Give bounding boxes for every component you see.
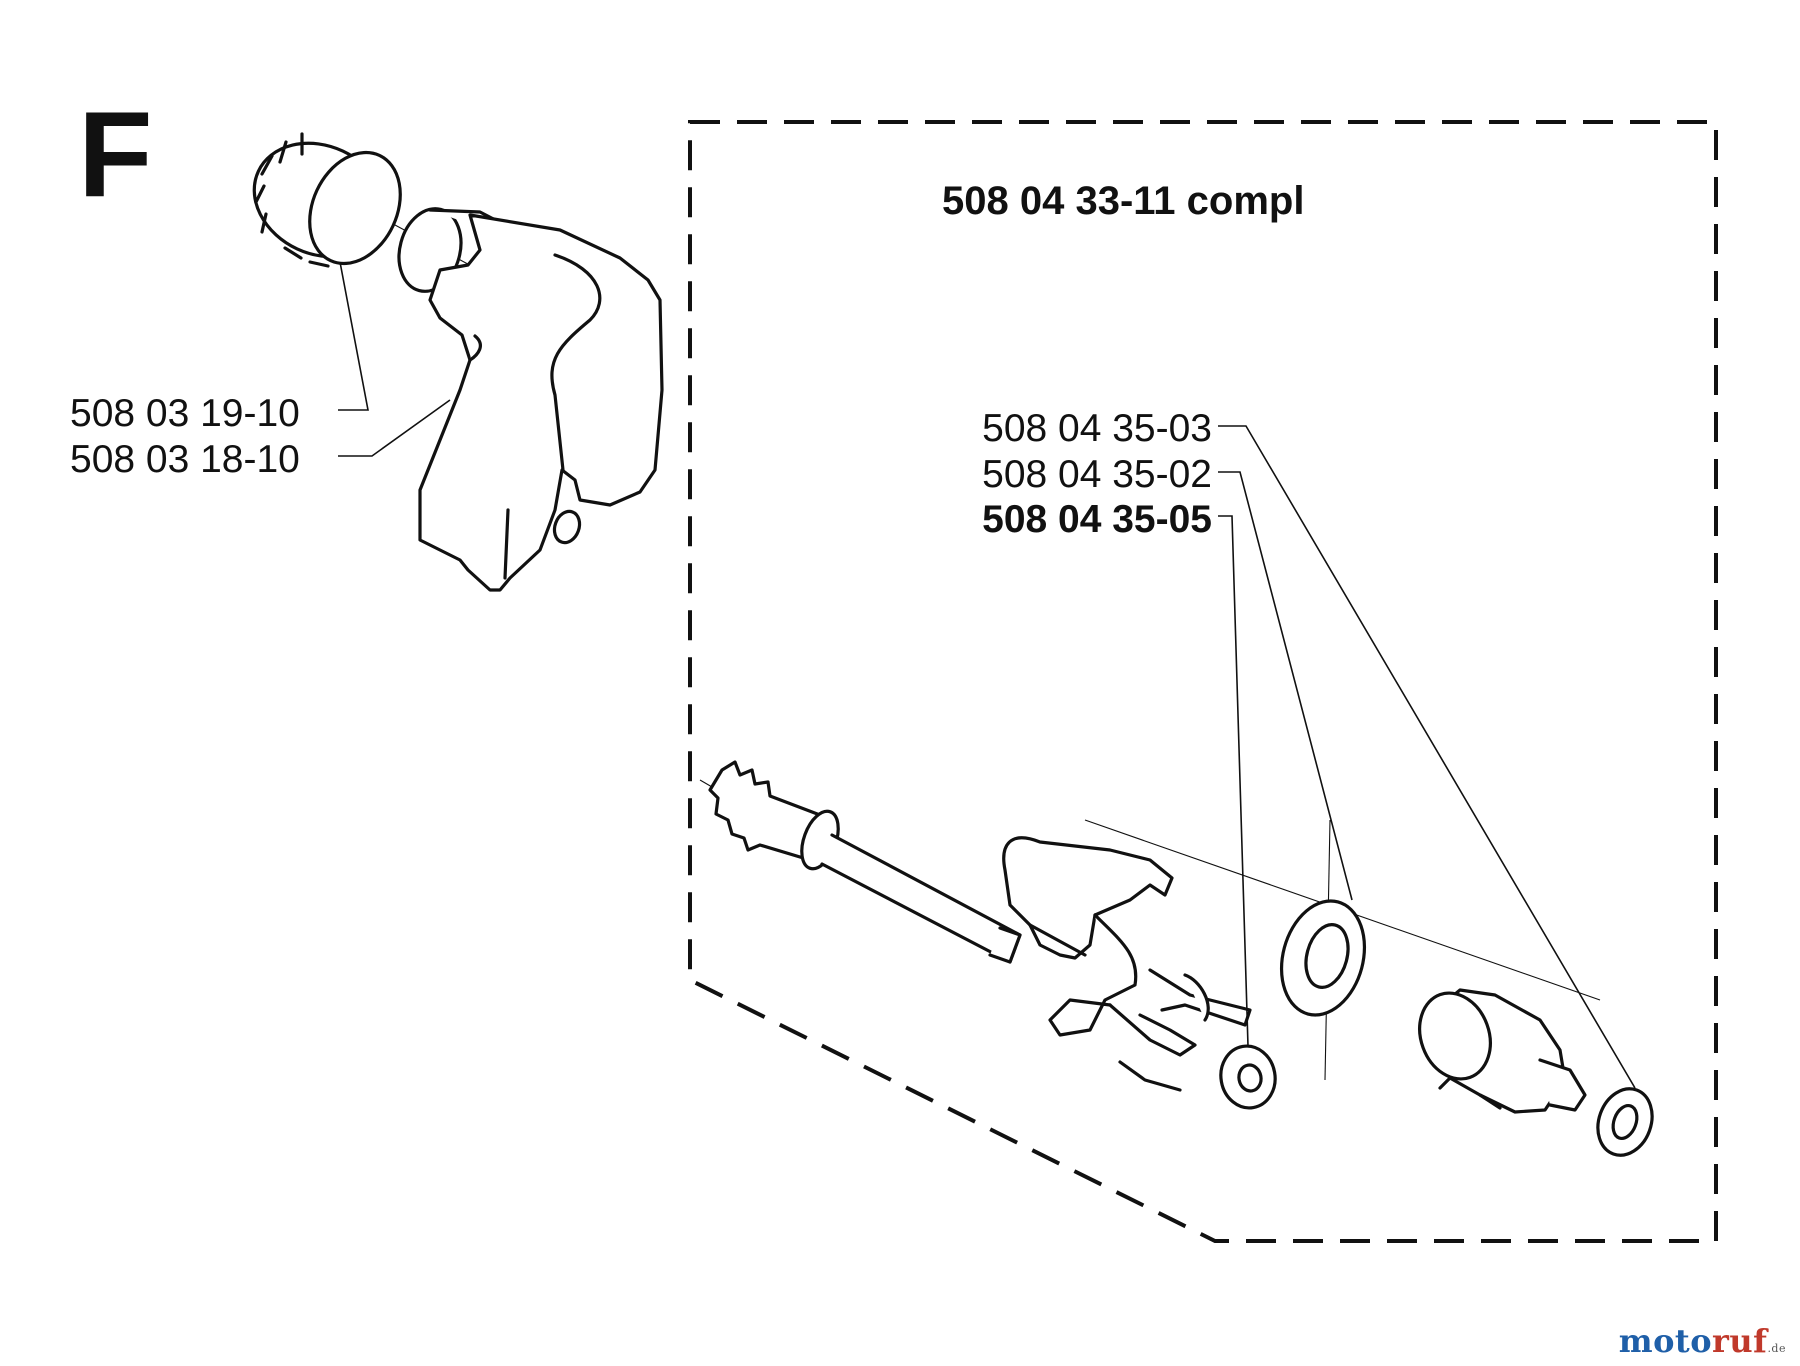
motoruf-watermark: motoruf.de: [1619, 1322, 1786, 1360]
assembly-boundary: [688, 120, 1718, 1243]
small-washer-part: [1219, 1044, 1277, 1110]
handle-housing-part: [397, 207, 664, 592]
leader-508-03-19-10: [338, 261, 369, 411]
knob-nut-part: [252, 132, 536, 301]
watermark-text-b: ruf: [1712, 1322, 1768, 1360]
large-washer-part: [1279, 819, 1367, 1081]
part-label-508-03-19-10: 508 03 19-10: [70, 392, 300, 435]
leader-508-04-35-05: [1218, 515, 1249, 1047]
watermark-suffix: .de: [1767, 1342, 1786, 1355]
pump-body-part: [1002, 819, 1601, 1092]
leader-508-04-35-02: [1218, 471, 1353, 901]
worm-gear-part: [1418, 988, 1587, 1114]
part-label-508-03-18-10: 508 03 18-10: [70, 438, 300, 481]
part-label-508-04-35-05: 508 04 35-05: [982, 498, 1212, 541]
end-washer-part: [1596, 1087, 1654, 1157]
part-label-508-04-35-03: 508 04 35-03: [982, 407, 1212, 450]
section-letter: F: [78, 86, 153, 222]
leader-508-03-18-10: [338, 399, 451, 457]
assembly-label: 508 04 33-11 compl: [942, 179, 1304, 223]
part-label-508-04-35-02: 508 04 35-02: [982, 453, 1212, 496]
leader-508-04-35-03: [1218, 425, 1636, 1089]
pump-shaft-part: [699, 760, 1022, 964]
watermark-text-a: moto: [1618, 1322, 1713, 1360]
